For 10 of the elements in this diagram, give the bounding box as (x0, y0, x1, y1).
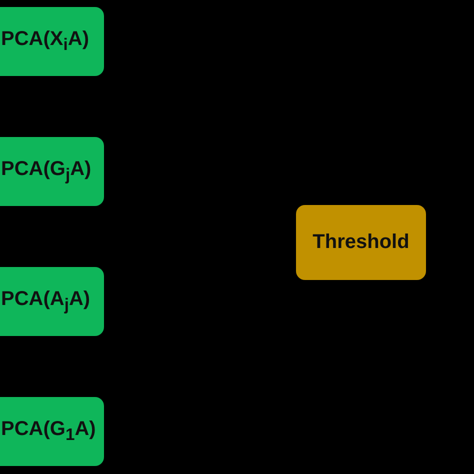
node-label: PCA(G$_{1}$A) (1, 418, 96, 445)
node-label: PCA(X$_{i}$A) (1, 28, 89, 55)
node-label: Threshold (312, 231, 410, 254)
process-box (0, 397, 104, 466)
process-box (0, 137, 104, 206)
node-label: PCA(A$_{j}$A) (1, 288, 90, 315)
threshold-box (296, 205, 426, 280)
process-box (0, 267, 104, 336)
node-label: PCA(G$_{j}$A) (1, 158, 92, 185)
process-box (0, 7, 104, 76)
